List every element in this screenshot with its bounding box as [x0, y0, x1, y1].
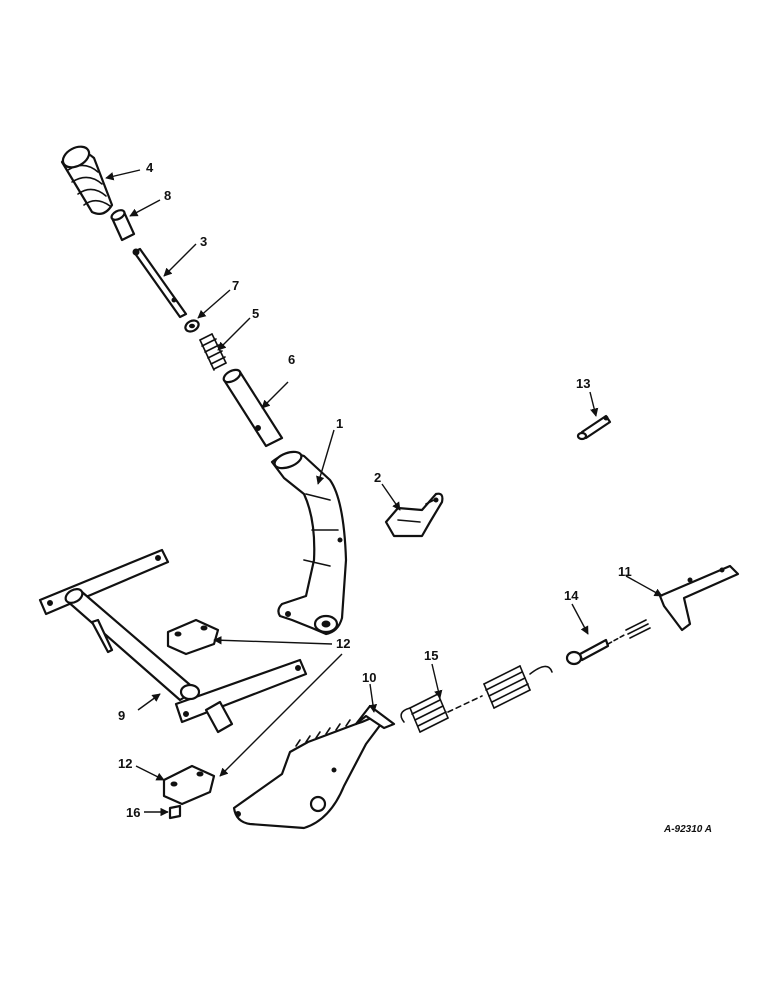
callout-12-upper: 12	[336, 636, 350, 651]
callout-13: 13	[576, 376, 590, 391]
callout-10: 10	[362, 670, 376, 685]
latch-tube	[222, 368, 284, 448]
washer	[184, 319, 200, 333]
angle-bracket	[658, 564, 740, 632]
callout-6: 6	[288, 352, 295, 367]
compression-spring	[199, 333, 227, 371]
leader-lines	[105, 169, 663, 817]
callout-14: 14	[564, 588, 579, 603]
callout-7: 7	[232, 278, 239, 293]
callout-15: 15	[424, 648, 438, 663]
callout-16: 16	[126, 805, 140, 820]
callout-4: 4	[146, 160, 154, 175]
callout-5: 5	[252, 306, 259, 321]
tension-spring	[400, 665, 553, 733]
callout-9: 9	[118, 708, 125, 723]
callout-1: 1	[336, 416, 343, 431]
sleeve	[110, 209, 136, 242]
clamp-upper	[166, 618, 220, 656]
drawing-number: A-92310 A	[663, 824, 712, 835]
release-rod	[132, 247, 188, 319]
pedal-shaft	[38, 548, 308, 734]
cotter-pin	[576, 414, 612, 441]
grip-knob	[60, 145, 114, 215]
callout-11: 11	[618, 564, 632, 579]
callout-2: 2	[374, 470, 381, 485]
clamp-lower	[162, 764, 216, 806]
eye-bolt	[565, 619, 651, 666]
callout-12-lower: 12	[118, 756, 132, 771]
sector-plate	[232, 704, 396, 830]
latch-bracket	[384, 492, 444, 538]
set-screw	[168, 804, 182, 820]
lever	[270, 450, 348, 636]
callout-labels: 4 8 3 7 5 6 1 2 13 11 14 12 15 10 9 12 1…	[118, 160, 712, 835]
callout-3: 3	[200, 234, 207, 249]
callout-8: 8	[164, 188, 171, 203]
